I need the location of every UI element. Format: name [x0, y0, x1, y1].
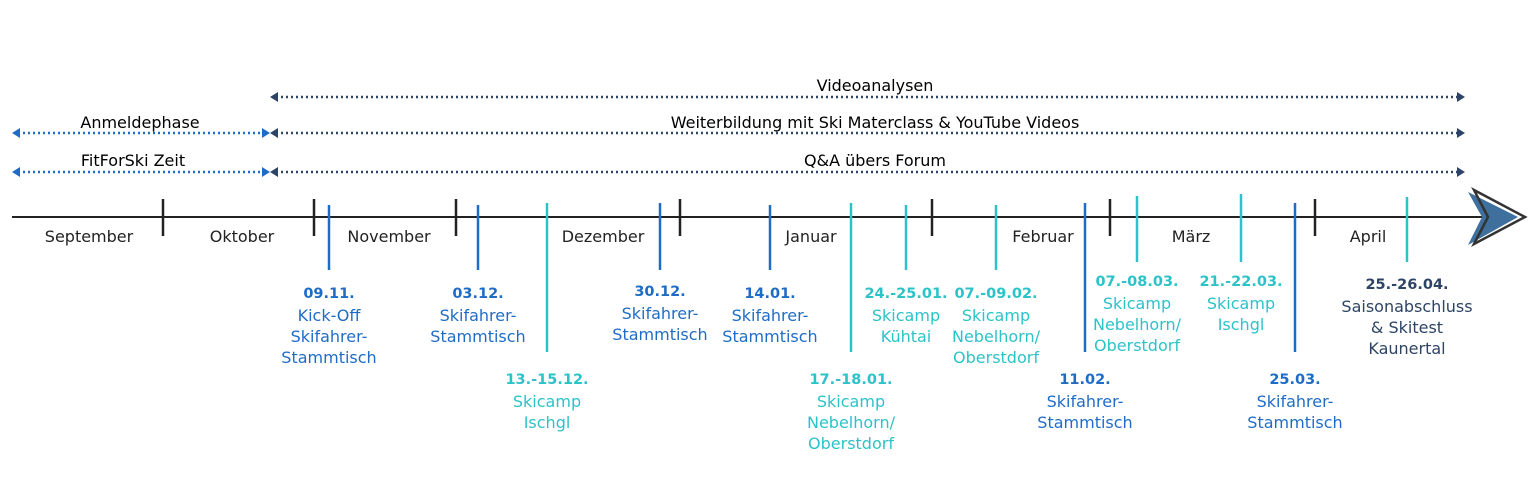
span-arrow-left-head: [12, 167, 20, 177]
event-text: Skifahrer-: [290, 327, 368, 346]
span-arrow-left-head: [270, 128, 278, 138]
span-label-anmeldephase: Anmeldephase: [80, 113, 200, 132]
event-label: 30.12. Skifahrer- Stammtisch: [612, 282, 707, 345]
event-text: Stammtisch: [430, 327, 526, 346]
event-date: 09.11.: [303, 286, 355, 302]
event-label: 11.02. Skifahrer- Stammtisch: [1037, 370, 1132, 433]
event-label: 25.03. Skifahrer- Stammtisch: [1247, 370, 1342, 433]
span-arrow-right-head: [1457, 92, 1465, 102]
span-label-videoanalysen: Videoanalysen: [816, 76, 934, 95]
event-text: Stammtisch: [281, 348, 377, 367]
event-text: Skicamp: [871, 306, 941, 325]
span-arrow-right-head: [1457, 128, 1465, 138]
event-text: Nebelhorn/: [1092, 315, 1182, 334]
event-text: Skifahrer-: [731, 306, 809, 325]
month-label: Oktober: [209, 227, 275, 246]
event-text: Kühtai: [880, 327, 932, 346]
event-text: Nebelhorn/: [951, 327, 1041, 346]
event-date: 11.02.: [1059, 372, 1111, 388]
month-label: April: [1349, 227, 1387, 246]
month-label: Dezember: [561, 227, 645, 246]
event-date: 07.-09.02.: [954, 286, 1038, 302]
event-date: 25.-26.04.: [1365, 277, 1449, 293]
event-text: Skicamp: [816, 392, 886, 411]
span-arrow-left-head: [270, 167, 278, 177]
event-text: Saisonabschluss: [1341, 297, 1473, 316]
event-text: Stammtisch: [722, 327, 818, 346]
event-text: Stammtisch: [612, 325, 708, 344]
event-date: 03.12.: [452, 286, 504, 302]
event-text: Oberstdorf: [953, 348, 1039, 367]
month-label: September: [44, 227, 134, 246]
event-date: 30.12.: [634, 284, 686, 300]
span-label-fitforski: FitForSki Zeit: [80, 151, 186, 170]
event-text: Skifahrer-: [439, 306, 517, 325]
event-date: 21.-22.03.: [1199, 274, 1283, 290]
event-text: & Skitest: [1370, 318, 1444, 337]
event-text: Skifahrer-: [1256, 392, 1334, 411]
event-text: Stammtisch: [1037, 413, 1133, 432]
month-label: März: [1171, 227, 1211, 246]
event-text: Skicamp: [512, 392, 582, 411]
event-text: Skicamp: [1102, 294, 1172, 313]
event-text: Skifahrer-: [621, 304, 699, 323]
event-text: Oberstdorf: [808, 434, 894, 453]
span-arrow-left-head: [270, 92, 278, 102]
event-text: Stammtisch: [1247, 413, 1343, 432]
event-date: 14.01.: [744, 286, 796, 302]
event-date: 25.03.: [1269, 372, 1321, 388]
span-arrow-right-head: [262, 167, 270, 177]
span-arrow-right-head: [262, 128, 270, 138]
event-text: Skicamp: [1206, 294, 1276, 313]
event-text: Skifahrer-: [1046, 392, 1124, 411]
event-date: 17.-18.01.: [809, 372, 893, 388]
span-arrow-left-head: [12, 128, 20, 138]
event-date: 13.-15.12.: [505, 372, 589, 388]
timeline-arrowhead-outline: [1471, 187, 1528, 247]
month-label: Januar: [785, 227, 837, 246]
event-text: Oberstdorf: [1094, 336, 1180, 355]
event-text: Ischgl: [523, 413, 571, 432]
span-label-qa: Q&A übers Forum: [804, 151, 946, 170]
event-text: Kick-Off: [297, 306, 361, 325]
event-text: Skicamp: [961, 306, 1031, 325]
event-date: 07.-08.03.: [1095, 274, 1179, 290]
event-label: 03.12. Skifahrer- Stammtisch: [430, 284, 525, 347]
event-text: Ischgl: [1217, 315, 1265, 334]
month-label: November: [347, 227, 431, 246]
span-arrow-right-head: [1457, 167, 1465, 177]
event-date: 24.-25.01.: [864, 286, 948, 302]
month-label: Februar: [1012, 227, 1074, 246]
span-label-weiterbildung: Weiterbildung mit Ski Materclass & YouTu…: [670, 113, 1080, 132]
event-text: Kaunertal: [1368, 339, 1446, 358]
event-label: 14.01. Skifahrer- Stammtisch: [722, 284, 817, 347]
event-text: Nebelhorn/: [806, 413, 896, 432]
